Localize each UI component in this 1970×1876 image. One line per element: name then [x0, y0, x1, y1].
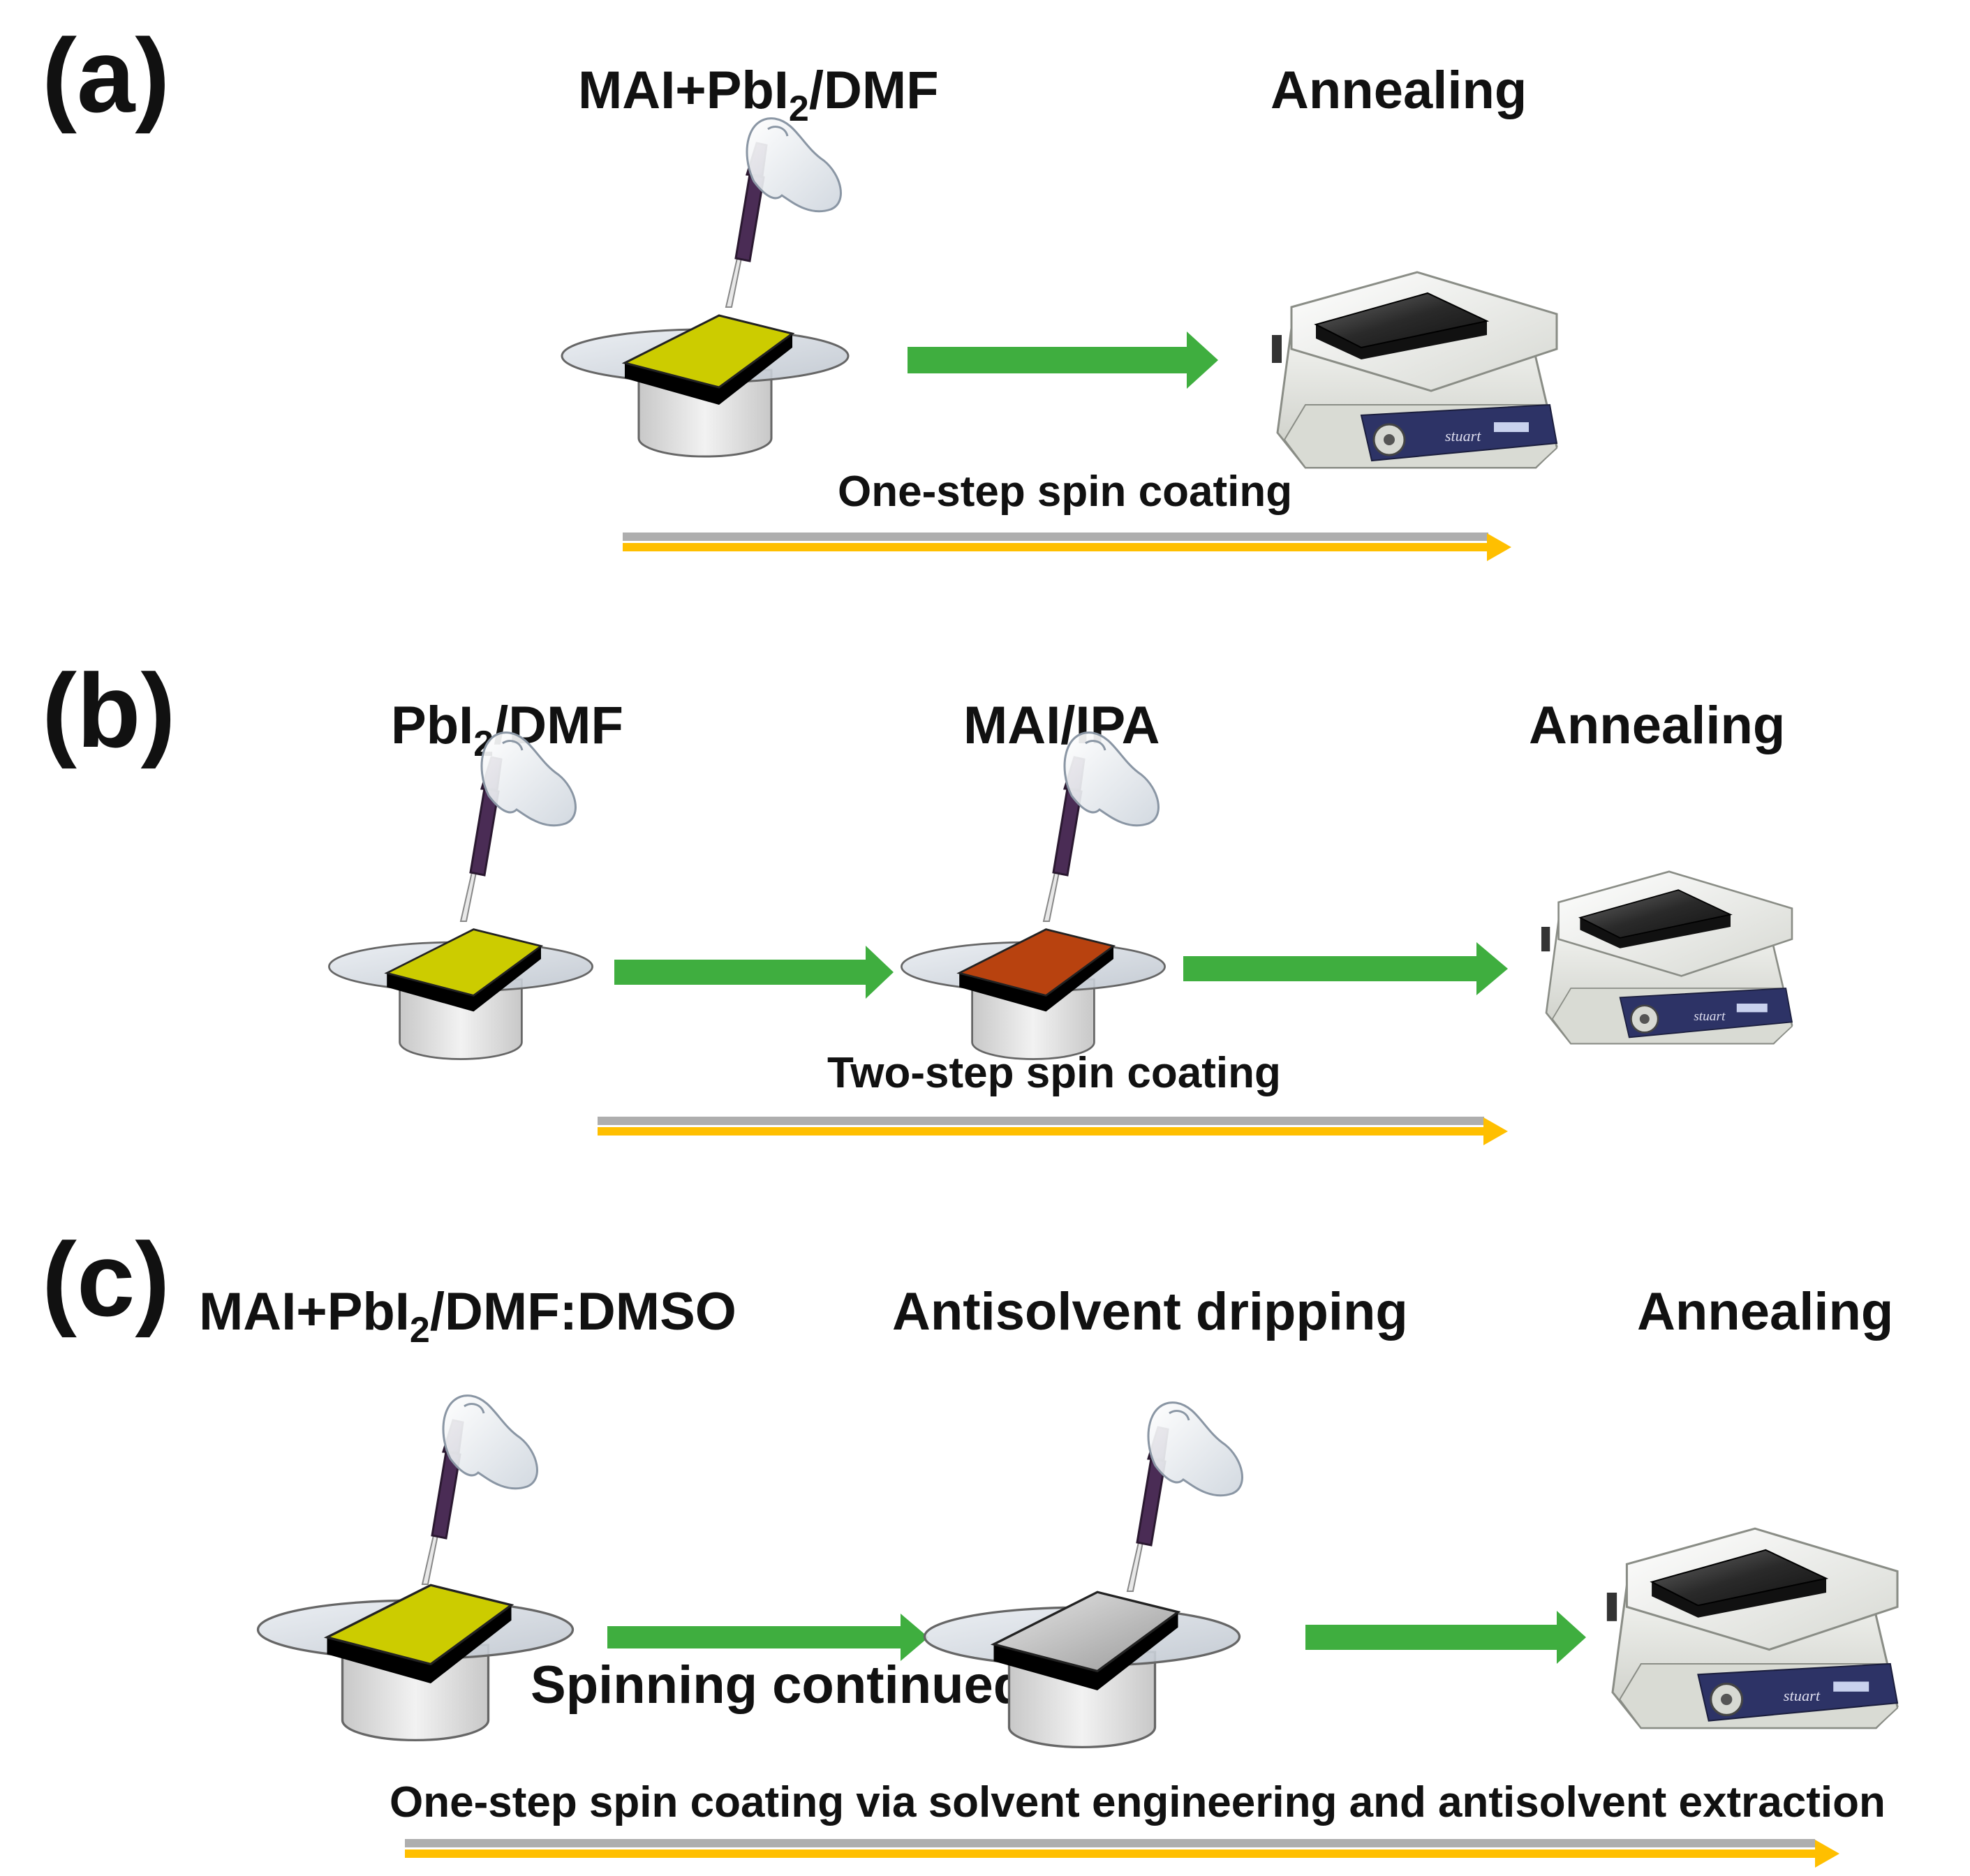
panel-c-label: (c) — [42, 1221, 170, 1338]
panel-c: (c) MAI+PbI2/DMF:DMSO Antisolvent drippi… — [42, 1221, 1899, 1868]
spin-coater-icon — [561, 314, 850, 458]
timeline-arrow — [598, 1117, 1508, 1145]
panel-b-process-label: Two-step spin coating — [827, 1049, 1281, 1097]
mai-treated-film — [956, 928, 1116, 997]
pipette-icon — [1126, 1401, 1243, 1593]
panel-c-spinning-label: Spinning continued — [531, 1655, 1025, 1715]
process-arrow — [1305, 1611, 1586, 1664]
process-arrow — [607, 1614, 928, 1661]
pbi2-film — [384, 928, 544, 997]
pipette-icon — [725, 117, 842, 308]
panel-b-label: (b) — [42, 652, 176, 769]
panel-c-annealing-label: Annealing — [1637, 1282, 1893, 1341]
panel-b: (b) PbI2/DMF MAI/IPA Annealing — [42, 652, 1793, 1145]
spin-coater-icon — [923, 1591, 1241, 1749]
spin-coater-icon — [901, 928, 1166, 1060]
panel-a-label: (a) — [42, 17, 170, 134]
panel-a-annealing-label: Annealing — [1271, 61, 1527, 120]
process-arrow — [1183, 942, 1508, 995]
panel-b-deposit2-label: MAI/IPA — [963, 696, 1160, 755]
process-arrow — [908, 332, 1218, 389]
panel-c-process-label: One-step spin coating via solvent engine… — [390, 1778, 1886, 1826]
pipette-icon — [1042, 731, 1160, 923]
panel-a-deposit-label: MAI+PbI2/DMF — [578, 61, 939, 129]
hot-plate-icon — [1540, 870, 1793, 1045]
timeline-arrow — [623, 533, 1511, 561]
panel-a-process-label: One-step spin coating — [838, 468, 1292, 516]
spin-coater-icon — [328, 928, 593, 1060]
hot-plate-icon — [1271, 271, 1558, 469]
panel-a: (a) MAI+PbI2/DMF Annealing One-step spin… — [42, 17, 1558, 561]
timeline-arrow — [405, 1839, 1839, 1868]
intermediate-film — [990, 1591, 1181, 1673]
precursor-film — [323, 1584, 514, 1666]
panel-c-deposit1-label: MAI+PbI2/DMF:DMSO — [199, 1282, 736, 1350]
panel-b-annealing-label: Annealing — [1529, 696, 1785, 755]
process-arrow — [614, 946, 894, 999]
panel-c-deposit2-label: Antisolvent dripping — [892, 1282, 1408, 1341]
hot-plate-icon — [1606, 1527, 1899, 1729]
perovskite-precursor-film — [621, 314, 795, 389]
pipette-icon — [421, 1394, 538, 1586]
spin-coater-icon — [256, 1584, 575, 1742]
